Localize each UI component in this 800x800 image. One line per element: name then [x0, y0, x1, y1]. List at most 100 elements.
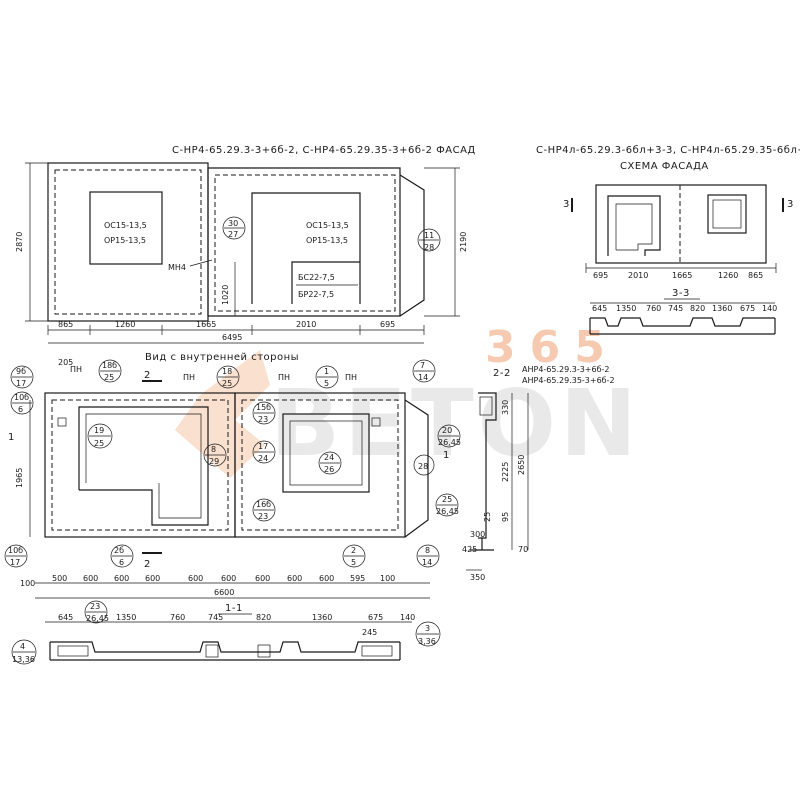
section-11-dim-245: 245 — [362, 628, 377, 637]
svg-text:18б: 18б — [102, 361, 117, 370]
svg-text:17: 17 — [16, 379, 26, 388]
svg-text:18: 18 — [222, 367, 232, 376]
facade-callout-30-bot: 27 — [228, 230, 238, 239]
inner-callout: 814 — [416, 544, 440, 568]
svg-text:5: 5 — [324, 379, 329, 388]
schema-dim-2: 2010 — [628, 271, 648, 280]
facade-callout-11 — [417, 228, 441, 252]
facade-height-right: 2190 — [459, 232, 468, 252]
facade-right-title: С-НР4л-65.29.3-6бл+3-3, С-НР4л-65.29.35-… — [536, 145, 800, 156]
svg-text:25: 25 — [442, 495, 452, 504]
inner-door-opening — [78, 406, 209, 526]
svg-text:3: 3 — [425, 624, 430, 633]
facade-left-title: С-НР4-65.29.3-3+6б-2, С-НР4-65.29.35-3+6… — [172, 145, 476, 156]
section-11: 1-1 645 1350 760 745 820 1360 675 140 24… — [11, 600, 441, 665]
section-11-dim-1: 645 — [58, 613, 73, 622]
inner-callout: 829 — [203, 443, 227, 467]
facade-callout-30-top: 30 — [228, 219, 238, 228]
inner-right-mark: 28 — [418, 462, 428, 471]
inner-pn-label-3: ПН — [278, 373, 290, 382]
facade-dim-1: 865 — [58, 320, 73, 329]
section-11-dim-3: 760 — [170, 613, 185, 622]
section-11-callout: 413,36 — [11, 639, 37, 665]
inner-callout: 15 — [315, 365, 339, 389]
svg-text:10б: 10б — [14, 393, 29, 402]
svg-text:15б: 15б — [256, 403, 271, 412]
inner-callout: 2б6 — [110, 544, 134, 568]
watermark-name: BETON — [270, 370, 641, 477]
schema-dim-1: 695 — [593, 271, 608, 280]
inner-top-dim: 205 — [58, 358, 73, 367]
svg-text:25: 25 — [104, 373, 114, 382]
schema-drawing: 3 3 695 2010 1665 1260 865 — [563, 184, 793, 280]
svg-text:13,36: 13,36 — [12, 655, 35, 664]
inner-bdim-11: 100 — [380, 574, 395, 583]
section-22-title: 2-2 — [493, 368, 511, 379]
facade-door-br: БР22-7,5 — [298, 290, 334, 299]
svg-text:8: 8 — [425, 546, 430, 555]
watermark-number: 365 — [485, 322, 619, 373]
inner-window — [282, 413, 370, 493]
schema-title: СХЕМА ФАСАДА — [620, 161, 709, 172]
facade-door-bs: БС22-7,5 — [298, 273, 335, 282]
section-33-dim-6: 1360 — [712, 304, 732, 313]
facade-dim-5: 695 — [380, 320, 395, 329]
inner-bdim-0: 100 — [20, 579, 35, 588]
svg-text:25: 25 — [222, 379, 232, 388]
facade-window-right-or: ОР15-13,5 — [306, 236, 348, 245]
svg-text:26: 26 — [324, 465, 334, 474]
facade-dim-4: 2010 — [296, 320, 316, 329]
watermark: 365 BETON — [175, 322, 641, 478]
inner-cut1-left: 1 — [8, 432, 15, 443]
facade-callout-11-top: 11 — [424, 231, 434, 240]
inner-cut1-right: 1 — [443, 450, 450, 461]
inner-callout: 25 — [342, 544, 366, 568]
svg-text:3,36: 3,36 — [418, 637, 436, 646]
section-33-dim-4: 745 — [668, 304, 683, 313]
svg-text:10б: 10б — [8, 546, 23, 555]
section-22-vdim-1: 330 — [501, 400, 510, 415]
schema-cut-left: 3 — [563, 199, 570, 210]
inner-bdim-9: 600 — [319, 574, 334, 583]
section-22-vdim-4: 95 — [501, 512, 510, 522]
svg-text:23: 23 — [258, 415, 268, 424]
svg-text:19: 19 — [94, 426, 104, 435]
svg-text:16б: 16б — [256, 500, 271, 509]
inner-bdim-2: 600 — [83, 574, 98, 583]
section-33: 3-3 645 1350 760 745 820 1360 675 140 — [589, 288, 777, 335]
section-22-code-1: АНР4-65.29.3-3+6б-2 — [522, 365, 610, 374]
section-22: 2-2 АНР4-65.29.3-3+6б-2 АНР4-65.29.35-3+… — [435, 365, 615, 582]
svg-text:1: 1 — [324, 367, 329, 376]
facade-callout-30 — [222, 216, 246, 240]
svg-text:6: 6 — [18, 405, 23, 414]
section-33-dim-5: 820 — [690, 304, 705, 313]
facade-mark-mn: МН4 — [168, 263, 186, 272]
section-22-code-2: АНР4-65.29.35-3+6б-2 — [522, 376, 615, 385]
section-33-dim-8: 140 — [762, 304, 777, 313]
schema-dim-5: 865 — [748, 271, 763, 280]
facade-dim-2: 1260 — [115, 320, 135, 329]
section-11-dim-4: 745 — [208, 613, 223, 622]
facade-height-left: 2870 — [15, 232, 24, 252]
inner-bdim-5: 600 — [188, 574, 203, 583]
inner-bdim-4: 600 — [145, 574, 160, 583]
section-11-dim-5: 820 — [256, 613, 271, 622]
svg-text:23: 23 — [90, 602, 100, 611]
facade-window-right-os: ОС15-13,5 — [306, 221, 349, 230]
svg-text:6: 6 — [119, 558, 124, 567]
facade-window-left — [89, 191, 163, 265]
svg-text:7: 7 — [420, 361, 425, 370]
svg-text:24: 24 — [258, 454, 268, 463]
watermark-logo — [175, 350, 270, 478]
svg-text:2: 2 — [351, 546, 356, 555]
svg-text:17: 17 — [10, 558, 20, 567]
facade-door-opening — [251, 192, 361, 304]
